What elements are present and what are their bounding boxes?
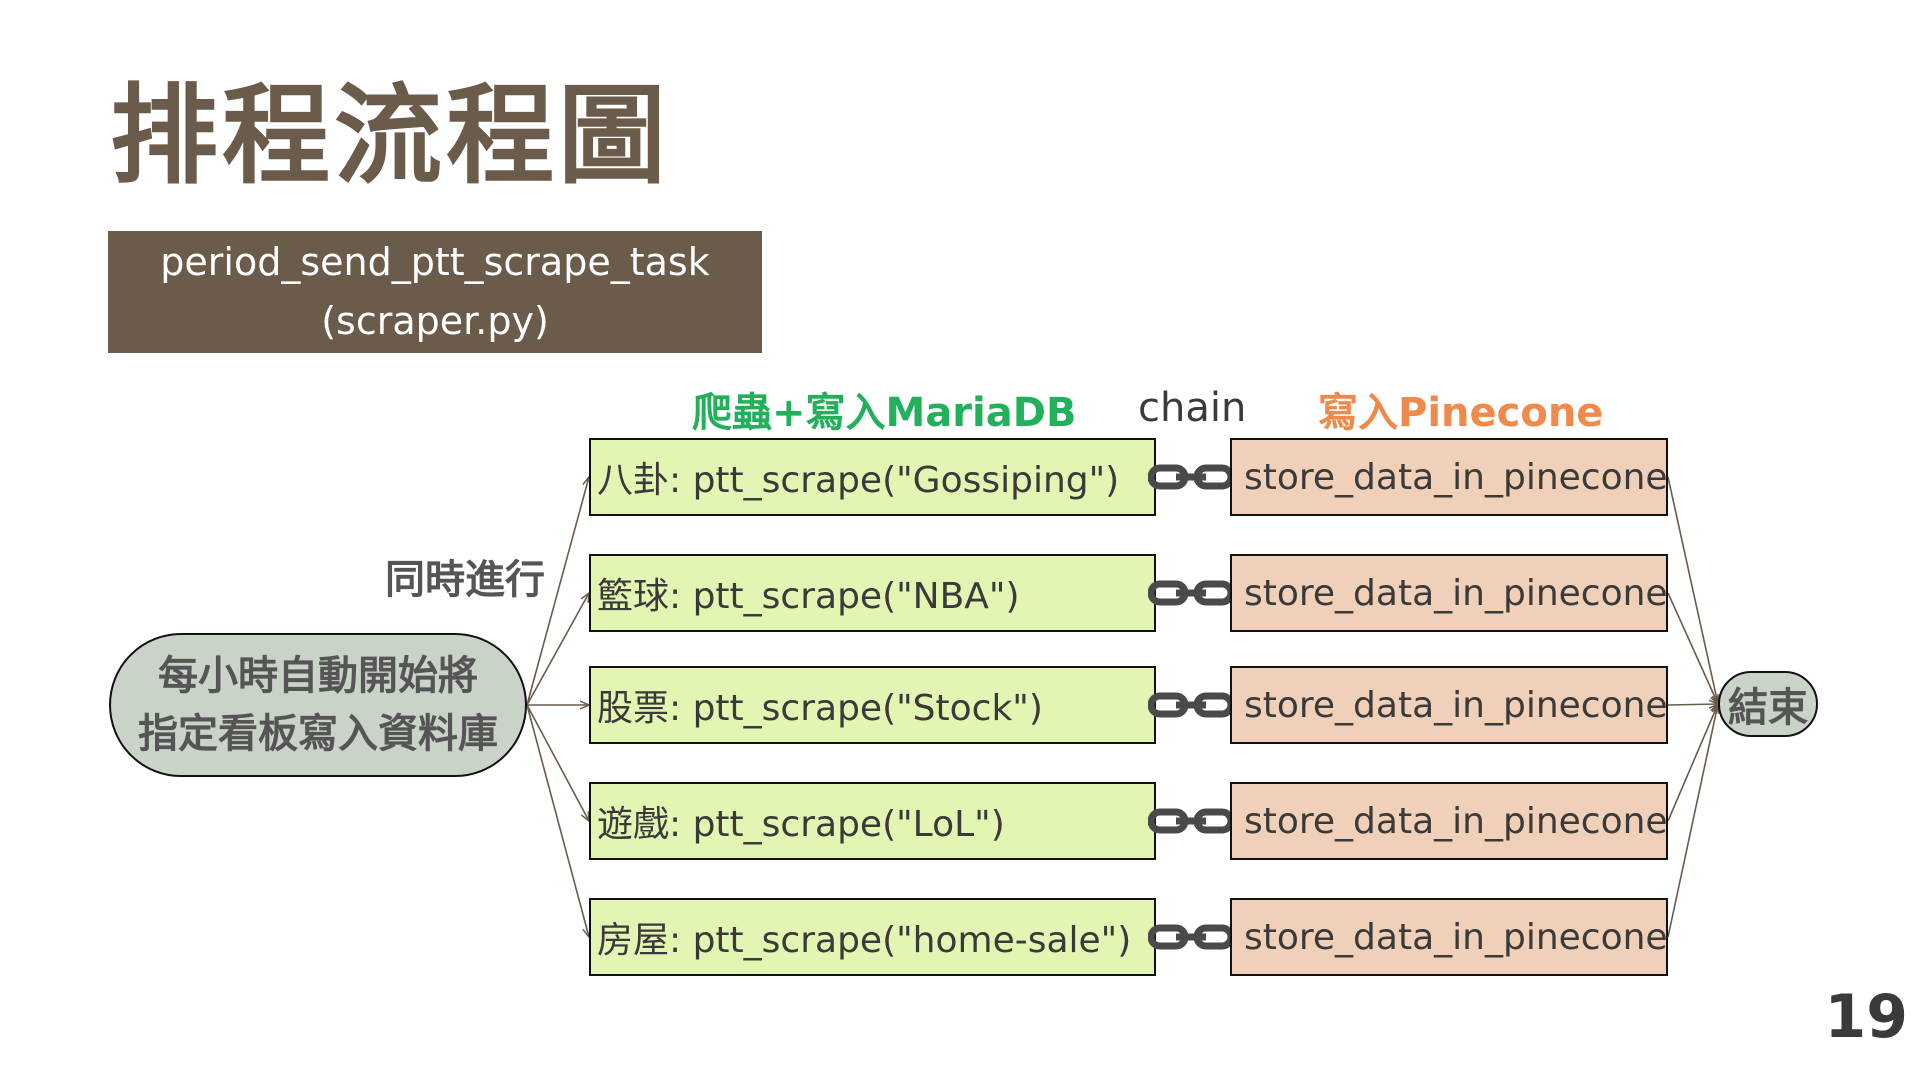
chain-column-header: chain bbox=[1138, 385, 1247, 431]
task-name-box: period_send_ptt_scrape_task (scraper.py) bbox=[108, 231, 762, 353]
connector-row-1-end bbox=[1667, 476, 1718, 704]
connector-row-3-end bbox=[1667, 704, 1718, 705]
page-title: 排程流程圖 bbox=[110, 74, 671, 199]
scrape-box-nba: 籃球: ptt_scrape("NBA") bbox=[589, 554, 1156, 632]
connector-row-2-end bbox=[1667, 592, 1718, 704]
chain-link-icon bbox=[1148, 464, 1234, 490]
page-number: 19 bbox=[1824, 982, 1909, 1052]
store-box-3: store_data_in_pinecone bbox=[1230, 666, 1668, 744]
store-box-4: store_data_in_pinecone bbox=[1230, 782, 1668, 860]
scrape-box-stock: 股票: ptt_scrape("Stock") bbox=[589, 666, 1156, 744]
connector-start-row-5 bbox=[526, 704, 589, 937]
start-node-line-1: 每小時自動開始將 bbox=[158, 653, 478, 699]
start-node-line-2: 指定看板寫入資料庫 bbox=[138, 711, 498, 757]
scrape-box-gossiping: 八卦: ptt_scrape("Gossiping") bbox=[589, 438, 1156, 516]
end-node: 結束 bbox=[1718, 671, 1818, 737]
scrape-box-home-sale: 房屋: ptt_scrape("home-sale") bbox=[589, 898, 1156, 976]
connector-row-4-end bbox=[1667, 704, 1718, 822]
scrape-column-header: 爬蟲+寫入MariaDB bbox=[692, 390, 1077, 436]
connector-start-row-1 bbox=[526, 477, 589, 706]
store-box-5: store_data_in_pinecone bbox=[1230, 898, 1668, 976]
store-column-header: 寫入Pinecone bbox=[1318, 390, 1604, 436]
connector-start-row-4 bbox=[526, 704, 589, 821]
chain-link-icon bbox=[1148, 924, 1234, 950]
scrape-box-lol: 遊戲: ptt_scrape("LoL") bbox=[589, 782, 1156, 860]
parallel-label: 同時進行 bbox=[385, 557, 545, 603]
chain-link-icon bbox=[1148, 580, 1234, 606]
start-node: 每小時自動開始將 指定看板寫入資料庫 bbox=[109, 633, 527, 777]
store-box-1: store_data_in_pinecone bbox=[1230, 438, 1668, 516]
connector-row-5-end bbox=[1667, 704, 1718, 938]
chain-link-icon bbox=[1148, 808, 1234, 834]
connector-start-row-2 bbox=[526, 593, 589, 706]
chain-link-icon bbox=[1148, 692, 1234, 718]
task-file-name: (scraper.py) bbox=[321, 299, 549, 343]
store-box-2: store_data_in_pinecone bbox=[1230, 554, 1668, 632]
task-function-name: period_send_ptt_scrape_task bbox=[160, 240, 710, 285]
